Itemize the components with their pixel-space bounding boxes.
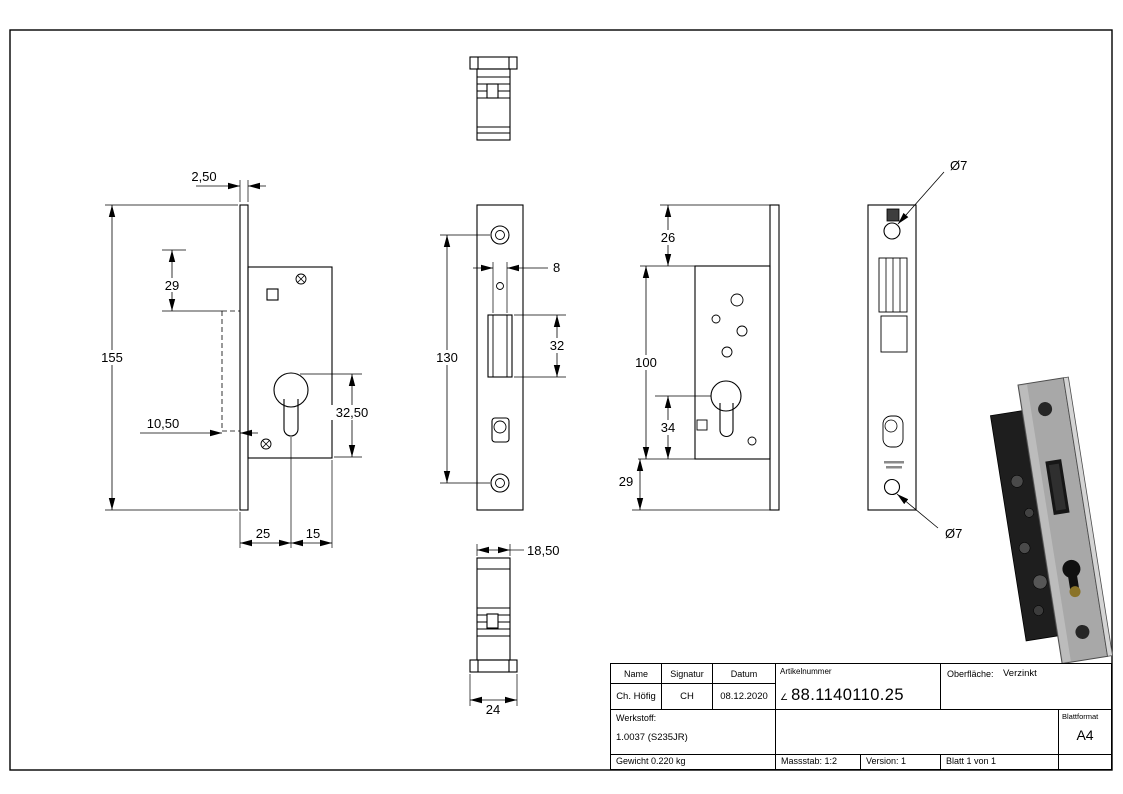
material-value: 1.0037 (S235JR): [616, 732, 688, 743]
dim-label-26: 26: [661, 230, 675, 245]
view-bottom: [469, 557, 518, 673]
page-border: [9, 29, 1113, 771]
dim-label-1050: 10,50: [147, 416, 180, 431]
weight-cell: Gewicht 0.220 kg: [611, 755, 776, 769]
label-mask: [613, 474, 639, 489]
view-front-left: [221, 204, 333, 511]
article-number: 88.1140110.25: [791, 686, 904, 704]
corner-empty-cell: [1059, 755, 1111, 769]
material-cell: Werkstoff: 1.0037 (S235JR): [611, 710, 776, 755]
sheet-cell: Blatt 1 von 1: [941, 755, 1059, 769]
callouts-plate-right: [896, 171, 945, 529]
article-cell: Artikelnummer ∠88.1140110.25: [776, 664, 941, 710]
format-label: Blattformat: [1062, 712, 1099, 721]
stamp-marks: [884, 461, 904, 464]
material-label: Werkstoff:: [616, 713, 657, 723]
label-mask: [655, 230, 682, 245]
label-mask: [158, 278, 186, 292]
view-3d-render: [990, 376, 1113, 665]
dims-body: [632, 204, 770, 511]
dims-front-left: [105, 180, 362, 548]
view-plate-right: [867, 204, 917, 511]
dim-label-29b: 29: [619, 474, 633, 489]
label-mask: [655, 420, 682, 435]
surface-cell: Oberfläche: Verzinkt: [941, 664, 1111, 710]
label-mask: [330, 405, 374, 420]
dim-label-8: 8: [553, 260, 560, 275]
view-top: [469, 56, 518, 141]
screw-section: [886, 208, 900, 222]
view-body: [694, 204, 780, 511]
version-cell: Version: 1: [861, 755, 941, 769]
dim-label-34: 34: [661, 420, 675, 435]
surface-label: Oberfläche:: [947, 669, 994, 679]
title-block: Name Signatur Datum Artikelnummer ∠88.11…: [610, 663, 1112, 770]
surface-value: Verzinkt: [1003, 668, 1037, 679]
label-mask: [544, 338, 571, 353]
view-front-center: [476, 204, 524, 511]
format-cell: Blattformat A4: [1059, 710, 1111, 755]
label-mask: [629, 355, 664, 370]
dim-label-1850: 18,50: [527, 543, 560, 558]
dim-label-3250: 32,50: [336, 405, 369, 420]
article-label: Artikelnummer: [780, 667, 832, 676]
value-signature: CH: [662, 684, 713, 710]
dim-label-dia7-top: Ø7: [950, 158, 967, 173]
dim-label-dia7-bottom: Ø7: [945, 526, 962, 541]
dim-label-25: 25: [256, 526, 270, 541]
dim-label-24: 24: [486, 702, 500, 717]
dims-bottom-view: [469, 544, 524, 706]
surface-finish-symbol: ∠: [780, 692, 789, 702]
header-date: Datum: [713, 664, 776, 684]
header-name: Name: [611, 664, 662, 684]
value-name: Ch. Höfig: [611, 684, 662, 710]
scale-cell: Massstab: 1:2: [776, 755, 861, 769]
label-mask: [429, 350, 465, 365]
dim-label-250: 2,50: [191, 169, 216, 184]
dim-label-100: 100: [635, 355, 657, 370]
dim-label-15: 15: [306, 526, 320, 541]
empty-cell: [776, 710, 1059, 755]
stamp-marks: [886, 466, 902, 469]
brass-cylinder-detail: [1069, 586, 1081, 598]
dim-label-130: 130: [436, 350, 458, 365]
header-signature: Signatur: [662, 664, 713, 684]
dim-label-155: 155: [101, 350, 123, 365]
dim-label-32: 32: [550, 338, 564, 353]
dim-label-29: 29: [165, 278, 179, 293]
value-date: 08.12.2020: [713, 684, 776, 710]
label-mask: [95, 350, 129, 365]
format-value: A4: [1076, 727, 1094, 743]
